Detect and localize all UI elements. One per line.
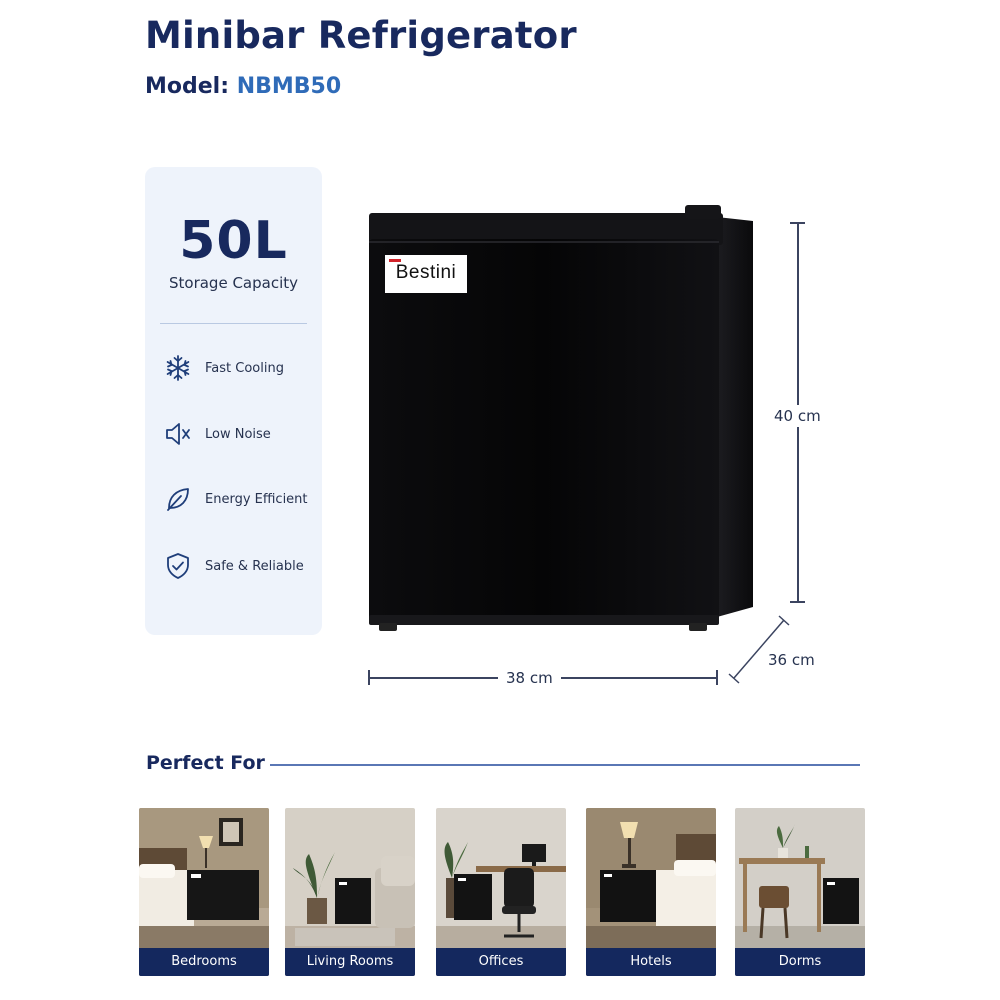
height-dimension-label: 40 cm — [774, 405, 821, 427]
depth-dimension-line — [728, 615, 790, 684]
perfect-for-title: Perfect For — [146, 752, 265, 774]
shield-check-icon — [163, 551, 193, 581]
snowflake-icon — [163, 353, 193, 383]
feature-panel: 50L Storage Capacity Fast Cooling — [145, 167, 322, 635]
speaker-mute-icon — [163, 419, 193, 449]
width-dimension-label: 38 cm — [498, 669, 561, 687]
page-title: Minibar Refrigerator — [145, 14, 577, 57]
usecase-dorms: Dorms — [735, 808, 865, 976]
usecase-label: Bedrooms — [139, 948, 269, 976]
leaf-icon — [163, 484, 193, 514]
feature-label: Fast Cooling — [205, 360, 284, 376]
width-dimension-cap — [716, 670, 718, 685]
usecase-living-rooms: Living Rooms — [285, 808, 415, 976]
depth-dimension-label: 36 cm — [768, 651, 815, 669]
model-label: Model: — [145, 74, 230, 99]
fridge-image: Bestini — [355, 195, 765, 645]
height-dimension-cap — [790, 222, 805, 224]
feature-energy-efficient: Energy Efficient — [163, 483, 308, 515]
usecase-label: Living Rooms — [285, 948, 415, 976]
feature-low-noise: Low Noise — [163, 418, 271, 450]
feature-label: Low Noise — [205, 426, 271, 442]
brand-logo: Bestini — [395, 262, 457, 283]
model-line: Model: NBMB50 — [145, 74, 341, 99]
panel-divider — [160, 323, 307, 324]
capacity-label: Storage Capacity — [168, 274, 298, 292]
height-dimension-cap — [790, 601, 805, 603]
usecase-label: Hotels — [586, 948, 716, 976]
feature-label: Energy Efficient — [205, 491, 308, 507]
model-code: NBMB50 — [236, 74, 342, 99]
usecase-bedrooms: Bedrooms — [139, 808, 269, 976]
usecase-label: Dorms — [735, 948, 865, 976]
width-dimension-cap — [368, 670, 370, 685]
feature-fast-cooling: Fast Cooling — [163, 352, 284, 384]
capacity-value: 50L — [179, 211, 288, 271]
usecase-offices: Offices — [436, 808, 566, 976]
usecase-label: Offices — [436, 948, 566, 976]
usecase-hotels: Hotels — [586, 808, 716, 976]
feature-safe-reliable: Safe & Reliable — [163, 550, 304, 582]
section-divider — [270, 764, 860, 766]
feature-label: Safe & Reliable — [205, 558, 304, 574]
